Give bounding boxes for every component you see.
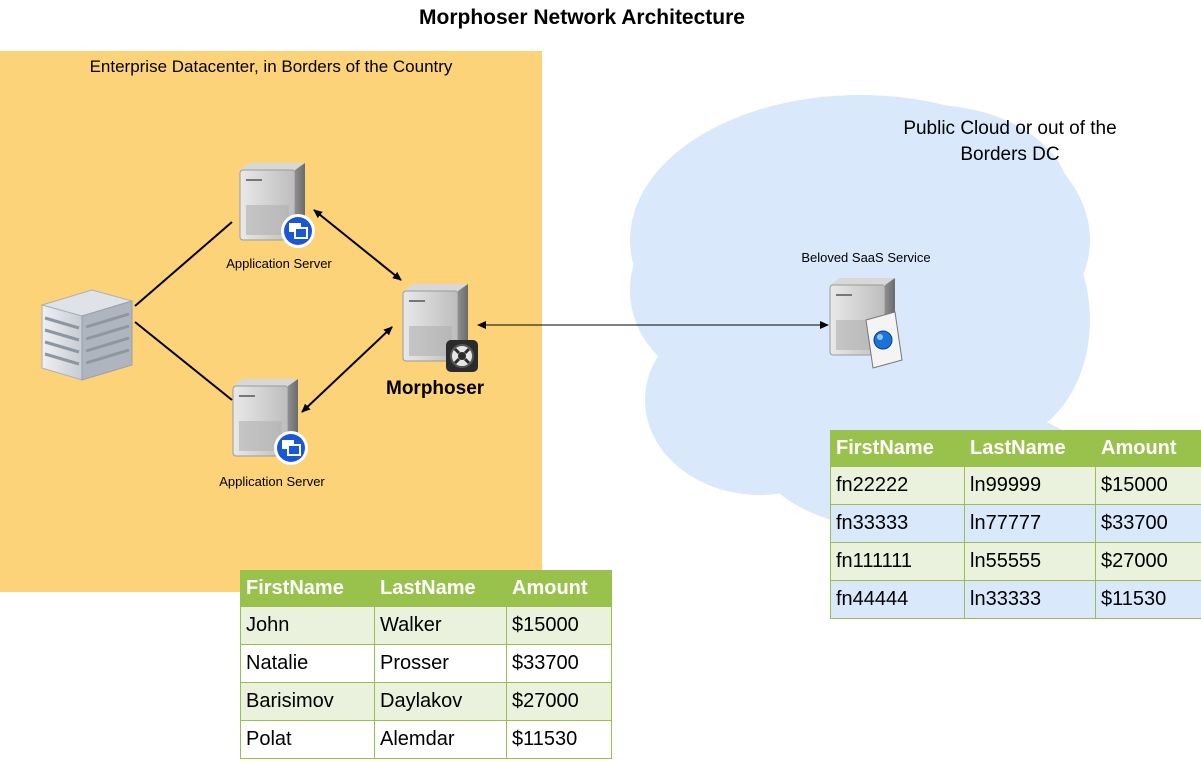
column-header: Amount [1095, 430, 1201, 467]
table-cell: Polat [240, 720, 375, 759]
link-building-to-appserver-bottom [134, 321, 233, 401]
table-row: fn44444 ln33333 $11530 [830, 580, 1201, 619]
building-icon [40, 289, 134, 381]
table-cell: $27000 [506, 682, 612, 721]
table-cell: ln99999 [964, 466, 1096, 505]
table-row: fn22222 ln99999 $15000 [830, 466, 1201, 505]
column-header: Amount [506, 570, 612, 607]
column-header: LastName [374, 570, 507, 607]
column-header: FirstName [240, 570, 375, 607]
table-cell: fn111111 [830, 542, 965, 581]
table-row: fn33333 ln77777 $33700 [830, 504, 1201, 543]
datacenter-table: FirstName LastName Amount John Walker $1… [240, 570, 612, 759]
diagram-title: Morphoser Network Architecture [419, 6, 745, 29]
link-appserver-top-morphoser [313, 209, 402, 281]
table-cell: John [240, 606, 375, 645]
table-cell: fn33333 [830, 504, 965, 543]
table-cell: Prosser [374, 644, 507, 683]
table-cell: $11530 [506, 720, 612, 759]
link-building-to-appserver-top [134, 221, 233, 307]
table-cell: ln77777 [964, 504, 1096, 543]
column-header: LastName [964, 430, 1096, 467]
cloud-label-line2: Borders DC [960, 144, 1060, 165]
table-cell: $27000 [1095, 542, 1201, 581]
table-cell: Barisimov [240, 682, 375, 721]
app-server-top-label: Application Server [226, 256, 332, 271]
table-cell: $15000 [506, 606, 612, 645]
table-row: Natalie Prosser $33700 [240, 644, 612, 683]
app-server-top-icon [239, 163, 315, 248]
table-cell: Alemdar [374, 720, 507, 759]
table-row: Polat Alemdar $11530 [240, 720, 612, 759]
cloud-label: Public Cloud or out of the Borders DC [862, 116, 1158, 168]
table-cell: fn22222 [830, 466, 965, 505]
app-server-bottom-icon [232, 379, 308, 465]
app-server-bottom-label: Application Server [219, 474, 325, 489]
table-cell: $33700 [1095, 504, 1201, 543]
column-header: FirstName [830, 430, 965, 467]
saas-label: Beloved SaaS Service [801, 250, 931, 265]
cloud-table: FirstName LastName Amount fn22222 ln9999… [830, 430, 1201, 619]
table-cell: Natalie [240, 644, 375, 683]
table-row: John Walker $15000 [240, 606, 612, 645]
morphoser-label: Morphoser [386, 378, 485, 399]
datacenter-label: Enterprise Datacenter, in Borders of the… [89, 57, 453, 76]
table-cell: Walker [374, 606, 507, 645]
table-header-row: FirstName LastName Amount [240, 570, 612, 607]
cloud-label-line1: Public Cloud or out of the [903, 118, 1117, 139]
table-cell: ln33333 [964, 580, 1096, 619]
table-cell: Daylakov [374, 682, 507, 721]
table-cell: ln55555 [964, 542, 1096, 581]
table-cell: $11530 [1095, 580, 1201, 619]
morphoser-server-icon [402, 284, 478, 372]
table-row: fn111111 ln55555 $27000 [830, 542, 1201, 581]
table-cell: $15000 [1095, 466, 1201, 505]
table-header-row: FirstName LastName Amount [830, 430, 1201, 467]
table-cell: fn44444 [830, 580, 965, 619]
link-appserver-bottom-morphoser [301, 326, 393, 413]
table-cell: $33700 [506, 644, 612, 683]
table-row: Barisimov Daylakov $27000 [240, 682, 612, 721]
saas-server-icon [829, 278, 903, 369]
